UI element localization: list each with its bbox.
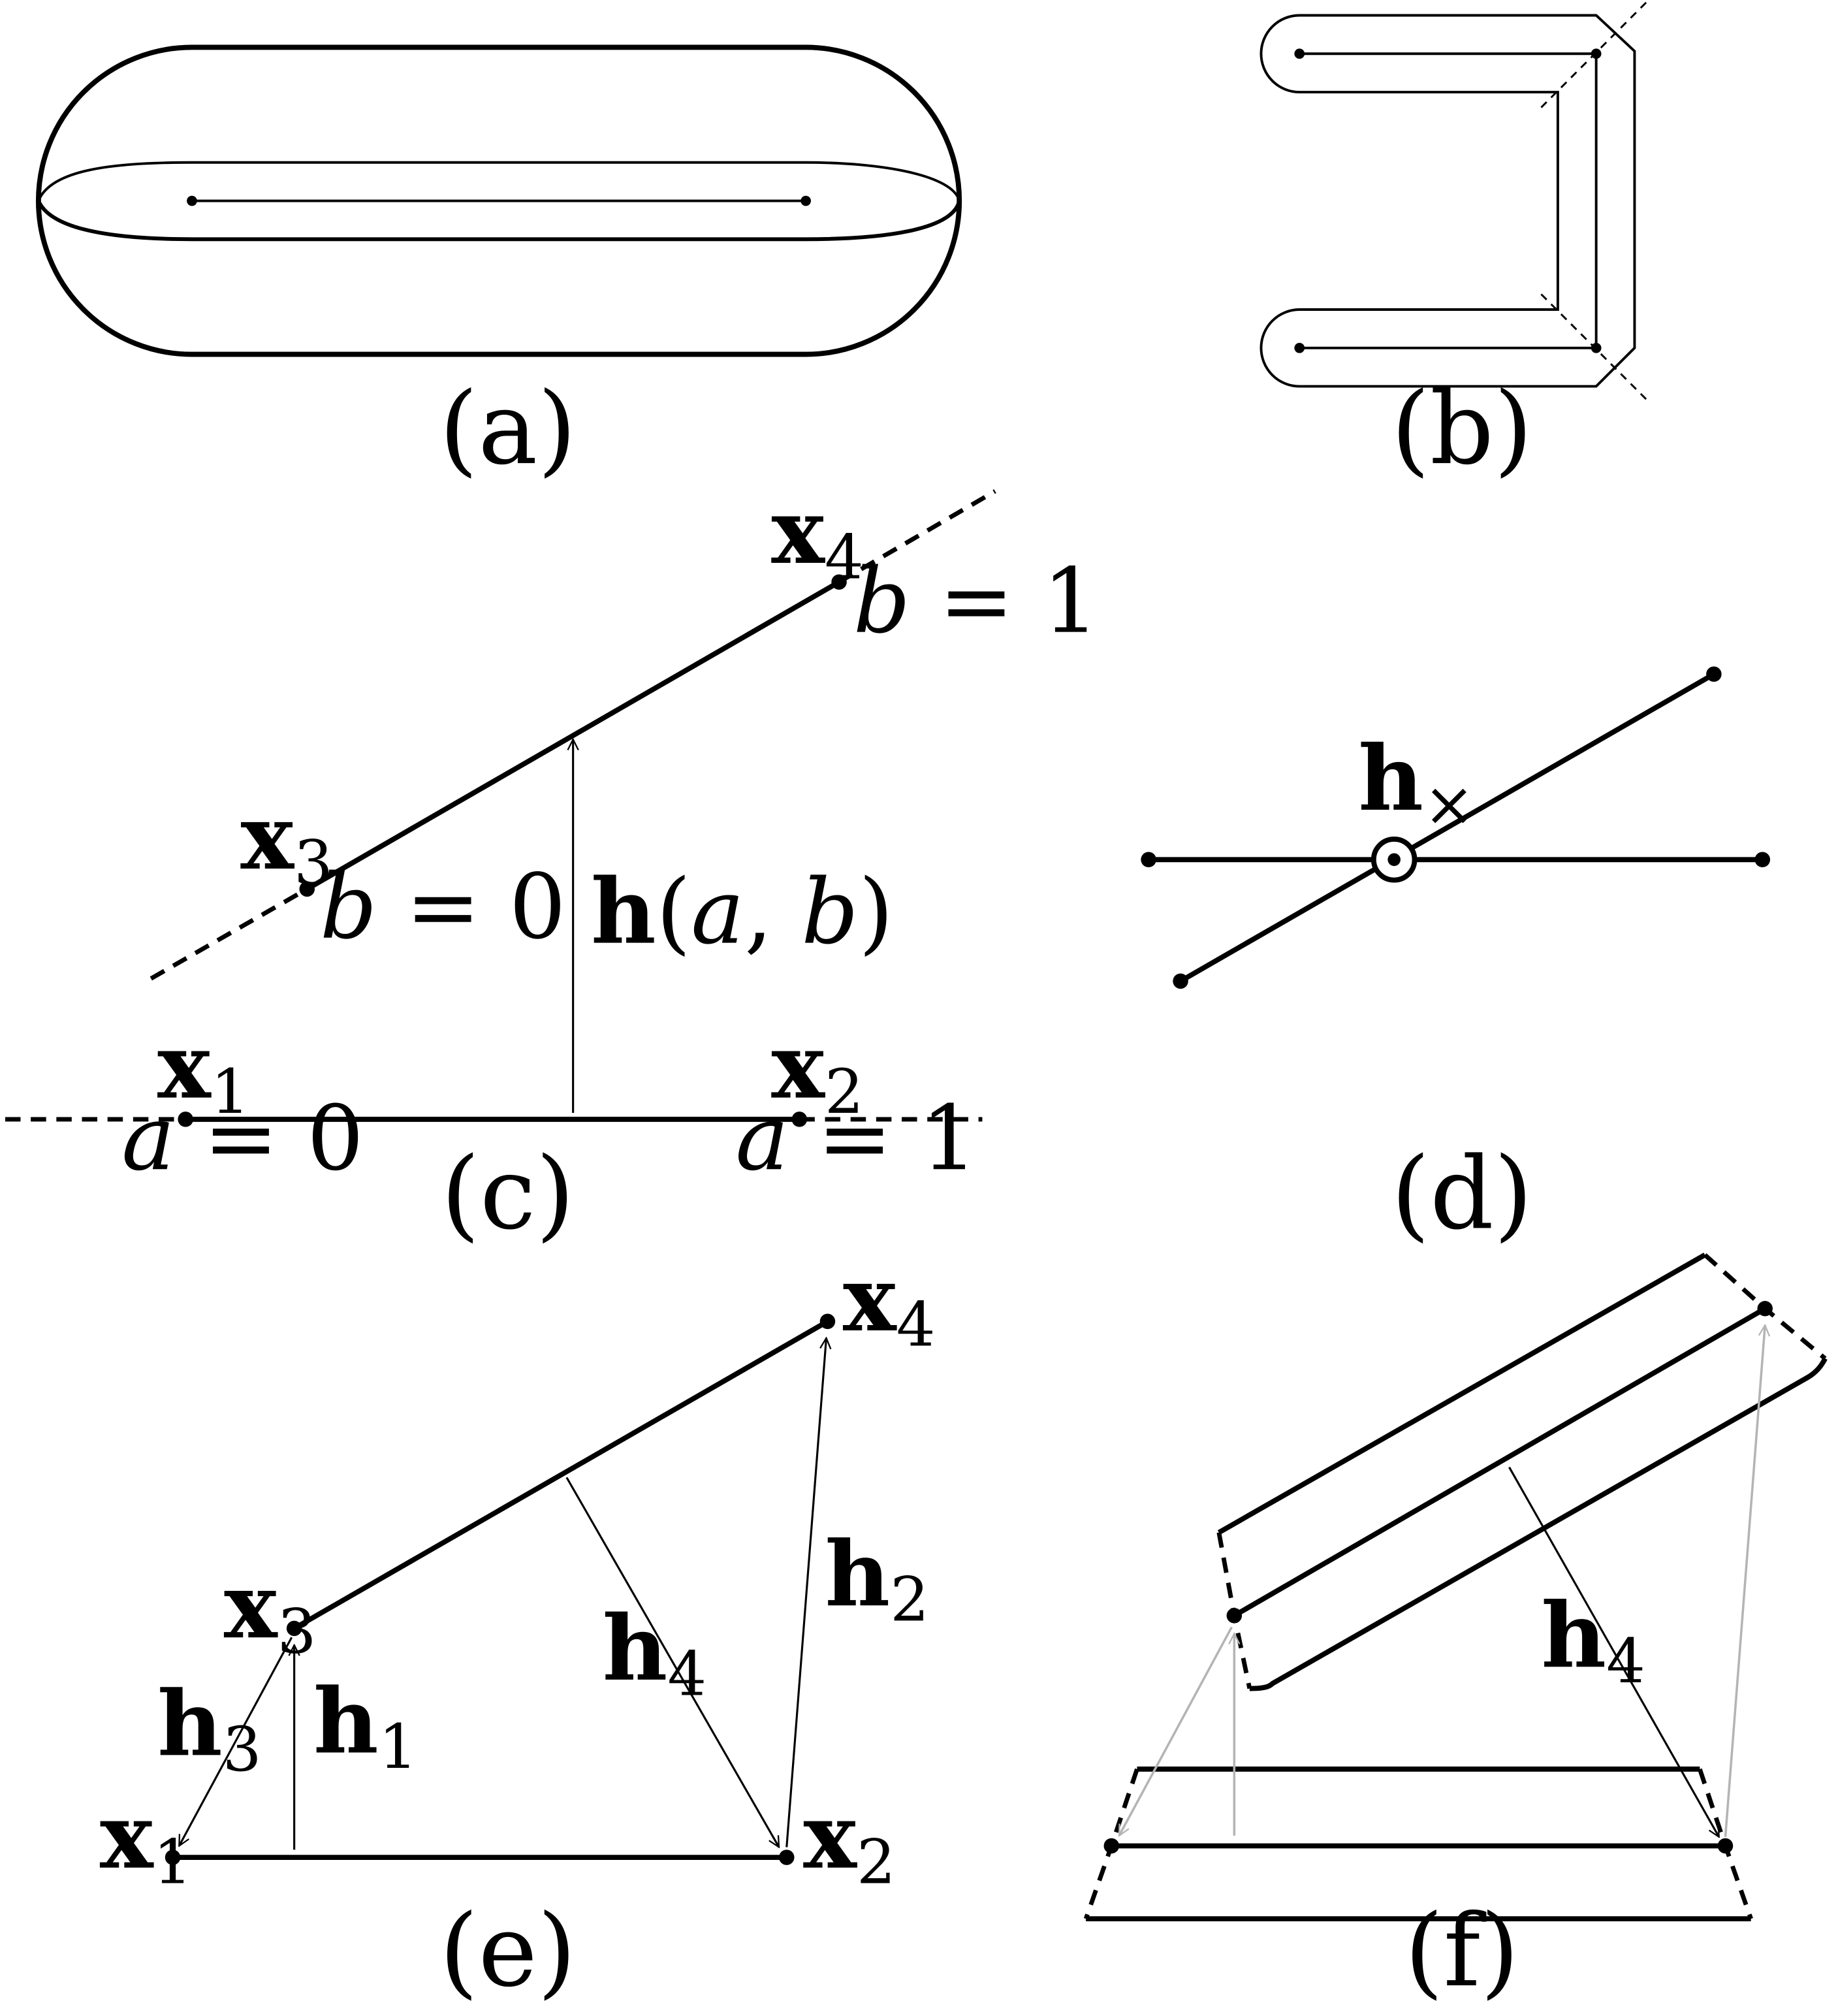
segment-endpoint xyxy=(187,195,197,206)
panel-d: h× (d) xyxy=(1141,666,1771,1252)
segment-slanted xyxy=(1179,671,1715,984)
segment-endpoint xyxy=(1706,666,1722,682)
arrow-h2 xyxy=(785,1338,827,1848)
panel-c: x1 x2 x3 x4 a = 0 a = 1 b = 0 b = 1 h(a,… xyxy=(5,479,1100,1252)
extension-dashed xyxy=(838,489,996,584)
capsule-equator-front xyxy=(37,200,962,242)
extension-dashed xyxy=(150,887,308,981)
segment-vertex xyxy=(1591,48,1602,59)
segment-endpoint xyxy=(1103,1838,1120,1854)
upper-segment xyxy=(1233,1306,1767,1618)
panel-f: h4 (f) xyxy=(1083,1253,1828,2009)
label-h-ab: h(a, b) xyxy=(591,859,893,965)
caption-d: (d) xyxy=(1391,1136,1532,1252)
panel-a: (a) xyxy=(35,44,962,487)
caption-a: (a) xyxy=(439,371,577,487)
arrow-h4 xyxy=(565,1477,780,1847)
label-b0: b = 0 xyxy=(320,856,566,959)
segment-x3-x4 xyxy=(306,579,841,891)
ghost-arrow xyxy=(1724,1325,1765,1837)
label-h3: h3 xyxy=(157,1671,262,1785)
point-x4 xyxy=(819,1313,836,1330)
capsule-equator-back xyxy=(37,161,961,202)
label-h4: h4 xyxy=(1541,1583,1645,1697)
label-h4: h4 xyxy=(603,1596,707,1710)
segment-endpoint xyxy=(1757,1301,1773,1317)
bent-segment xyxy=(1299,52,1598,349)
label-h2: h2 xyxy=(825,1522,930,1636)
point-x3 xyxy=(286,1620,302,1637)
upper-boundary-bottom xyxy=(1249,1357,1828,1691)
segment-endpoint xyxy=(1754,852,1771,868)
point-x3 xyxy=(299,881,315,897)
capsule-outline xyxy=(35,44,962,357)
label-a1: a = 1 xyxy=(735,1087,977,1191)
label-x2: x2 xyxy=(803,1784,896,1898)
label-x1: x1 xyxy=(157,1014,250,1128)
label-a0: a = 0 xyxy=(121,1087,364,1191)
segment-vertex xyxy=(1591,342,1602,353)
caption-b: (b) xyxy=(1391,371,1532,487)
upper-boundary-top xyxy=(1217,1253,1707,1535)
arrow-h4 xyxy=(1508,1466,1720,1837)
panel-b: (b) xyxy=(1260,0,1651,487)
arrow-h3 xyxy=(178,1637,293,1846)
point-x1 xyxy=(165,1849,181,1865)
segment-endpoint xyxy=(800,195,811,206)
label-x2: x2 xyxy=(771,1014,864,1128)
dashed-bisector xyxy=(1540,0,1651,108)
label-x4: x4 xyxy=(771,479,864,594)
segment-endpoint xyxy=(1294,48,1305,59)
caption-f: (f) xyxy=(1404,1893,1519,2009)
point-x2 xyxy=(791,1112,808,1127)
out-of-plane-vector-dot xyxy=(1387,853,1401,867)
segment-endpoint xyxy=(1294,342,1305,353)
caption-c: (c) xyxy=(441,1136,575,1252)
label-x1: x1 xyxy=(100,1784,193,1898)
label-x3: x3 xyxy=(224,1554,317,1668)
segment-x3-x4 xyxy=(293,1319,829,1631)
label-x3: x3 xyxy=(240,785,333,899)
point-x2 xyxy=(779,1849,795,1865)
label-b1: b = 1 xyxy=(853,550,1100,654)
label-h-cross: h× xyxy=(1358,726,1474,840)
segment-endpoint xyxy=(1141,852,1156,868)
bent-capsule-outline xyxy=(1260,14,1636,388)
segment-endpoint xyxy=(1717,1838,1734,1854)
point-x1 xyxy=(178,1112,193,1127)
segment-endpoint xyxy=(1173,973,1188,989)
ghost-arrow xyxy=(1118,1626,1233,1836)
caption-e: (e) xyxy=(439,1893,577,2009)
segment-endpoint xyxy=(1226,1608,1243,1624)
label-x4: x4 xyxy=(843,1247,936,1361)
panel-e: x1 x2 x3 x4 h1 h2 h3 h4 (e) xyxy=(100,1247,936,2009)
point-x4 xyxy=(831,574,847,590)
label-h1: h1 xyxy=(313,1669,418,1783)
